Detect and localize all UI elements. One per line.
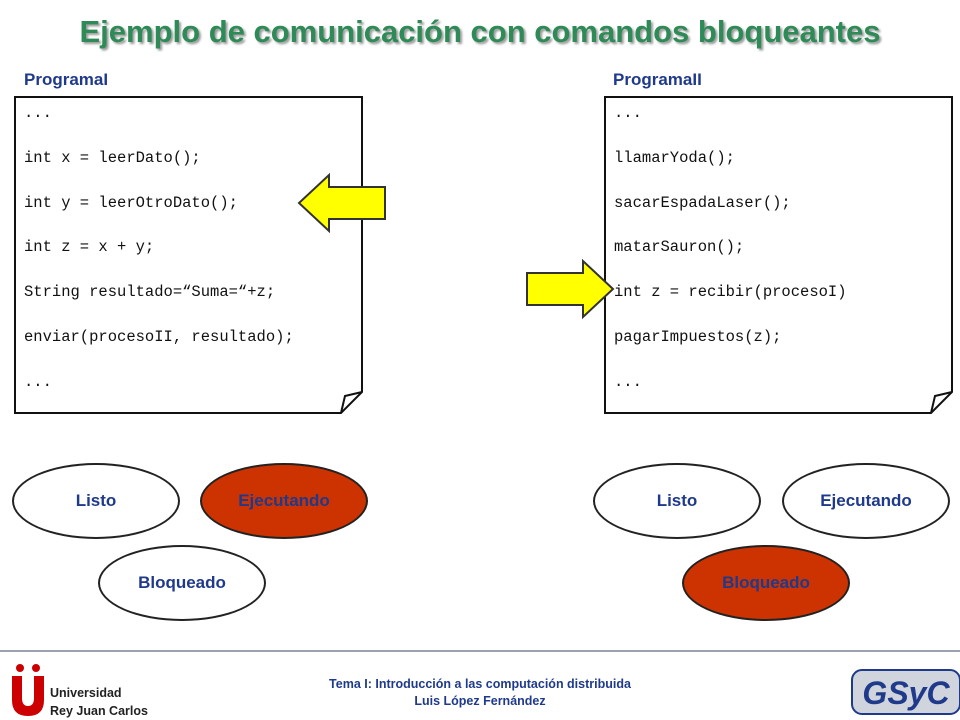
code-line: sacarEspadaLaser(); bbox=[614, 193, 791, 212]
urjc-line1: Universidad bbox=[50, 686, 122, 700]
code-line: ... bbox=[614, 372, 642, 391]
state-listo-right: Listo bbox=[593, 463, 761, 539]
code-line: ... bbox=[24, 104, 52, 122]
program-right-label: ProgramaII bbox=[613, 70, 702, 89]
state-bloqueado-left: Bloqueado bbox=[98, 545, 266, 621]
slide-title: Ejemplo de comunicación con comandos blo… bbox=[79, 14, 881, 49]
footer-text: Tema I: Introducción a las computación d… bbox=[220, 676, 740, 710]
urjc-line2: Rey Juan Carlos bbox=[50, 704, 148, 718]
state-ejecutando-right: Ejecutando bbox=[782, 463, 950, 539]
state-listo-left: Listo bbox=[12, 463, 180, 539]
program-left-code-box: ... int x = leerDato(); int y = leerOtro… bbox=[14, 96, 364, 414]
gsyc-logo-text: GSyC bbox=[862, 675, 950, 711]
state-ejecutando-left: Ejecutando bbox=[200, 463, 368, 539]
program-right-lines: ... llamarYoda(); sacarEspadaLaser(); ma… bbox=[614, 104, 847, 418]
code-line: enviar(procesoII, resultado); bbox=[24, 327, 294, 346]
code-line: pagarImpuestos(z); bbox=[614, 327, 782, 346]
arrow-right-icon bbox=[526, 258, 615, 320]
code-line: matarSauron(); bbox=[614, 238, 745, 257]
code-line: ... bbox=[614, 104, 642, 122]
code-line: int z = x + y; bbox=[24, 238, 155, 257]
code-line: String resultado=“Suma=“+z; bbox=[24, 283, 276, 302]
code-line: int y = leerOtroDato(); bbox=[24, 193, 238, 212]
program-left-lines: ... int x = leerDato(); int y = leerOtro… bbox=[24, 104, 294, 418]
footer-divider bbox=[0, 650, 960, 652]
footer-line2: Luis López Fernández bbox=[414, 694, 546, 708]
code-line: int x = leerDato(); bbox=[24, 148, 201, 167]
page-fold-shape bbox=[604, 96, 953, 414]
gsyc-logo: GSyC bbox=[851, 669, 960, 715]
program-left-label: ProgramaI bbox=[24, 70, 109, 89]
code-line: llamarYoda(); bbox=[614, 148, 735, 167]
footer-line1: Tema I: Introducción a las computación d… bbox=[329, 677, 631, 691]
program-right-code-box: ... llamarYoda(); sacarEspadaLaser(); ma… bbox=[604, 96, 954, 414]
page-fold-shape bbox=[14, 96, 363, 414]
code-line: ... bbox=[24, 372, 52, 391]
code-line: int z = recibir(procesoI) bbox=[614, 283, 847, 302]
urjc-text: Universidad Rey Juan Carlos bbox=[50, 684, 148, 720]
arrow-left-icon bbox=[297, 172, 386, 234]
state-bloqueado-right: Bloqueado bbox=[682, 545, 850, 621]
urjc-logo bbox=[12, 664, 44, 716]
